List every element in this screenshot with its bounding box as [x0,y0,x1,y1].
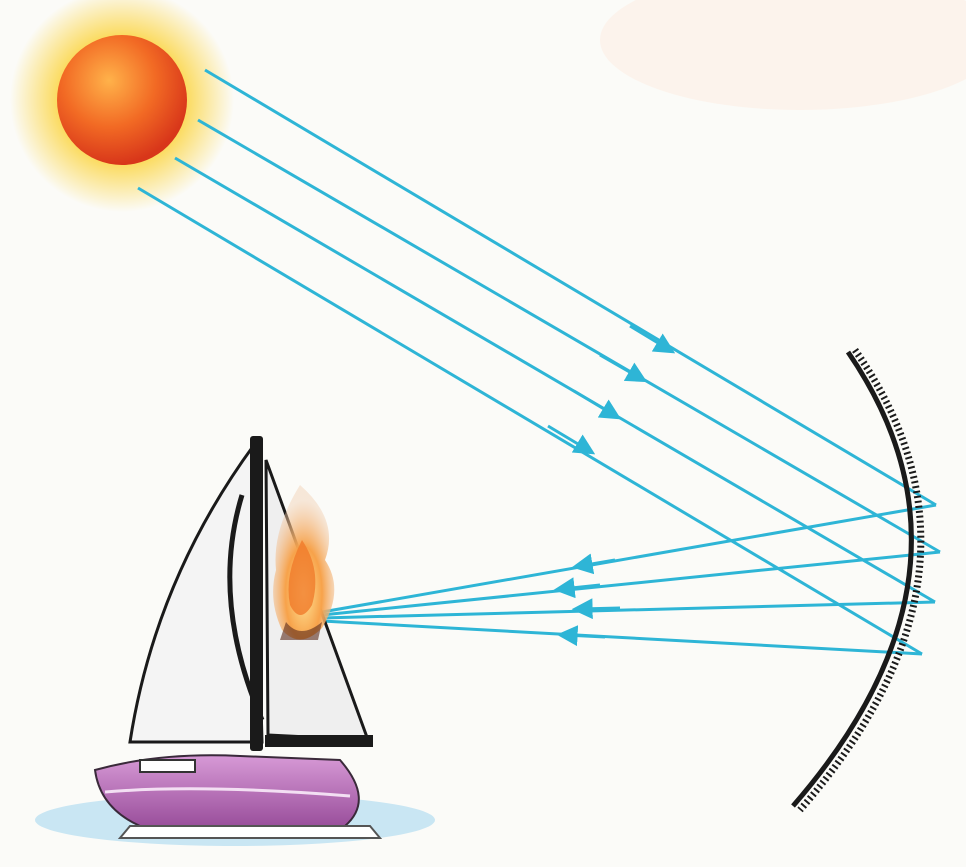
sun-icon [10,0,234,212]
reflected-ray [322,505,936,612]
mast [250,436,263,751]
main-sail [130,445,262,742]
reflected-ray-arrow [580,608,620,609]
sailboat-icon [35,436,435,846]
incoming-ray-arrow [630,326,668,349]
incoming-ray-arrow [574,391,614,415]
incoming-ray-arrow [548,426,588,450]
reflected-ray-arrow [565,635,605,637]
concave-mirror-icon [793,350,921,810]
reflected-ray [322,621,922,654]
reflected-rays [322,505,940,654]
incoming-ray [198,120,940,552]
incoming-ray-arrow [600,355,640,378]
background-blob [600,0,966,110]
